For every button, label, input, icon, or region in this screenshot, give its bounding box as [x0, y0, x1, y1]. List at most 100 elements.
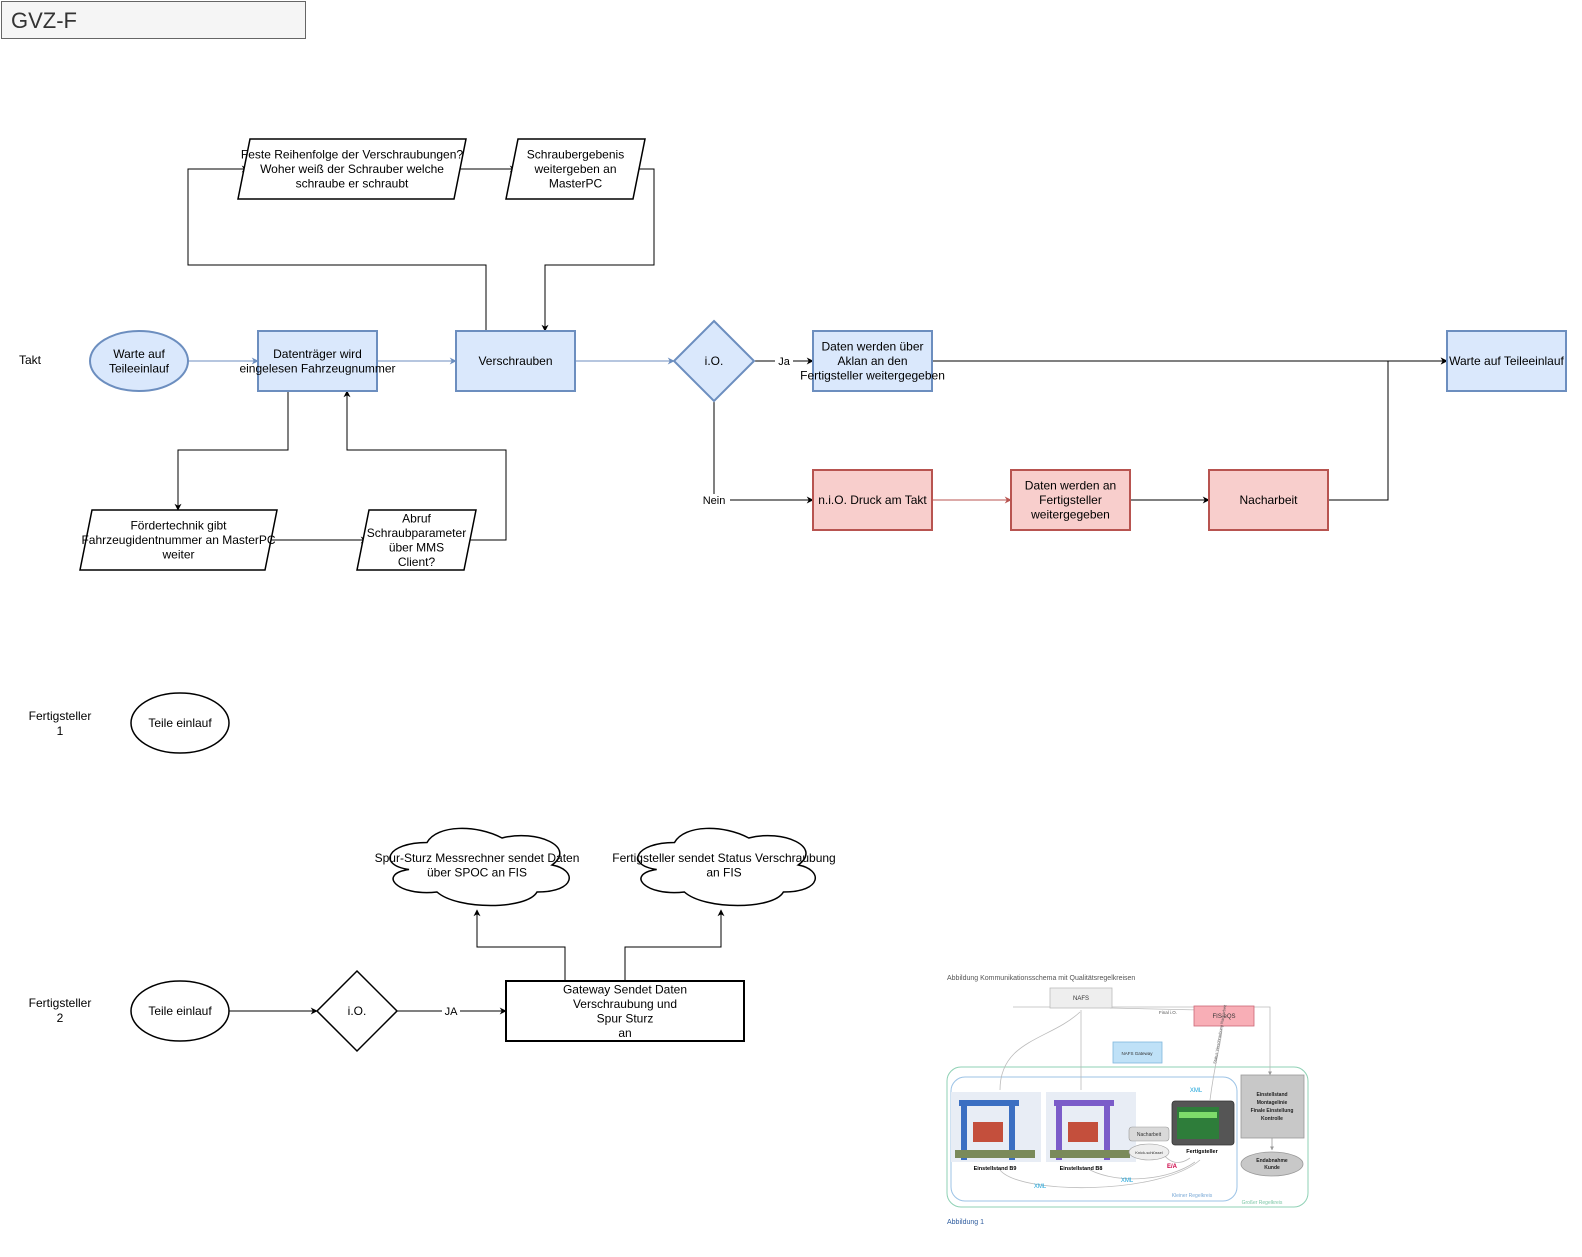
edge-abruf-datentraeger	[343, 390, 507, 541]
edge-datentraeger-foerdertechnik	[174, 391, 289, 511]
fig-connector-xml-bottom	[999, 1159, 1201, 1189]
edge-schraubergebnis-verschrauben	[541, 168, 655, 332]
fig-nacharbeit-label: Nacharbeit	[1137, 1132, 1162, 1138]
aklan-shape	[812, 330, 933, 392]
fig-fertigsteller-screen	[1177, 1107, 1219, 1139]
fig-einstellstand-b8-image-vehicle	[1068, 1122, 1098, 1142]
fig-fis-eqs-box	[1193, 1005, 1255, 1027]
edge-label-ja2: JA	[445, 1006, 459, 1018]
gateway-shape	[505, 980, 745, 1042]
node-warte2: Warte auf Teileeinlauf	[1446, 330, 1567, 392]
nacharbeit-label: Nacharbeit	[1239, 493, 1298, 507]
datenfs-shape	[1010, 469, 1131, 531]
node-verschrauben: Verschrauben	[455, 330, 576, 392]
node-nio: n.i.O. Druck am Takt	[812, 469, 933, 531]
verschrauben-shape	[455, 330, 576, 392]
fig-nafs-gateway-label: NAFS Gateway	[1121, 1051, 1153, 1056]
fig-connector-fis	[1109, 1007, 1201, 1012]
io1-label: i.O.	[705, 354, 724, 368]
node-teile2: Teile einlauf	[130, 980, 230, 1042]
fig-grosser-regelkreis-label: Großer Regelkreis	[1242, 1200, 1283, 1206]
lane-label-fertigsteller-1: Fertigsteller 1	[28, 709, 92, 738]
fig-einstellstand-b8-image-post-right	[1104, 1102, 1110, 1160]
edge-verschrauben-reihenfolge	[187, 165, 487, 331]
fig-final-io-label: Final i.O.	[1159, 1010, 1177, 1015]
node-reihenfolge: Feste Reihenfolge der Verschraubungen?Wo…	[237, 138, 467, 200]
abruf-shape	[356, 509, 477, 571]
edge-label-nein-bg	[698, 494, 730, 507]
node-teile1: Teile einlauf	[130, 692, 230, 754]
teile1-shape	[130, 692, 230, 754]
edge-label-nein: Nein	[703, 495, 726, 507]
reihenfolge-label: Feste Reihenfolge der Verschraubungen?Wo…	[241, 148, 463, 191]
fig-einstellstand-b8-image	[1046, 1092, 1136, 1162]
fig-knick-box	[1128, 1143, 1170, 1161]
node-nacharbeit: Nacharbeit	[1208, 469, 1329, 531]
edge-label-ja: Ja	[778, 356, 791, 368]
fig-nafs-label: NAFS	[1073, 996, 1089, 1002]
lane-label-takt: Takt	[18, 353, 41, 367]
warte2-label: Warte auf Teileeinlauf	[1449, 354, 1564, 368]
fig-xml-label-mid: XML	[1121, 1178, 1134, 1184]
fig-einstellstand-b9-label: Einstellstand B9	[974, 1166, 1017, 1172]
fig-einstellstand-b9-image-base	[955, 1150, 1035, 1158]
fig-einstellstand-b8-image-beam	[1054, 1100, 1114, 1106]
node-io1: i.O.	[672, 319, 756, 403]
warte2-shape	[1446, 330, 1567, 392]
warte1-shape	[89, 330, 189, 392]
fig-einstellstand-b8-label: Einstellstand B8	[1060, 1166, 1103, 1172]
io2-label: i.O.	[348, 1004, 367, 1018]
edge-io-nio	[713, 401, 814, 504]
fig-connector-b9	[999, 1011, 1081, 1091]
fig-einstellstand-b9-image-vehicle	[973, 1122, 1003, 1142]
fig-einstellstand-b8-image-post-left	[1056, 1102, 1062, 1160]
edge-label-ja2-bg	[442, 1005, 460, 1018]
schraubergebnis-shape	[505, 138, 646, 200]
node-io2: i.O.	[315, 969, 399, 1053]
nacharbeit-shape	[1208, 469, 1329, 531]
datentraeger-shape	[257, 330, 378, 392]
fig-kleiner-regelkreis-label: Kleiner Regelkreis	[1172, 1193, 1213, 1199]
teile2-label: Teile einlauf	[148, 1004, 212, 1018]
nio-label: n.i.O. Druck am Takt	[818, 493, 927, 507]
io1-shape	[672, 319, 756, 403]
fig-fertigsteller-screen-bar	[1179, 1112, 1217, 1118]
fig-nacharbeit-box	[1128, 1126, 1170, 1142]
fig-einstellstand-b8-image-base	[1050, 1150, 1130, 1158]
nio-shape	[812, 469, 933, 531]
fig-ea-label: E/A	[1167, 1164, 1178, 1170]
fig-einstellstand-b9-image-beam	[959, 1100, 1019, 1106]
fig-einstellstand-b9-image-post-left	[961, 1102, 967, 1160]
fig-connector-status	[1209, 1027, 1223, 1101]
cloud1-shape	[389, 827, 570, 907]
fig-einstellstand-b9-image-post-right	[1009, 1102, 1015, 1160]
foerdertechnik-shape	[79, 509, 278, 571]
fig-einstellstand-b9-image	[951, 1092, 1041, 1162]
fig-fertigsteller-label: Fertigsteller	[1186, 1149, 1218, 1155]
edge-gateway-cloud2	[624, 909, 725, 981]
node-cloud2: Fertigsteller sendet Status Verschraubun…	[612, 827, 836, 907]
grosser-regelkreis-frame	[946, 1066, 1309, 1208]
edge-nacharbeit-warte2	[1328, 357, 1448, 501]
cloud2-shape	[637, 827, 816, 907]
fig-nafs-box	[1049, 987, 1113, 1009]
reihenfolge-shape	[237, 138, 467, 200]
